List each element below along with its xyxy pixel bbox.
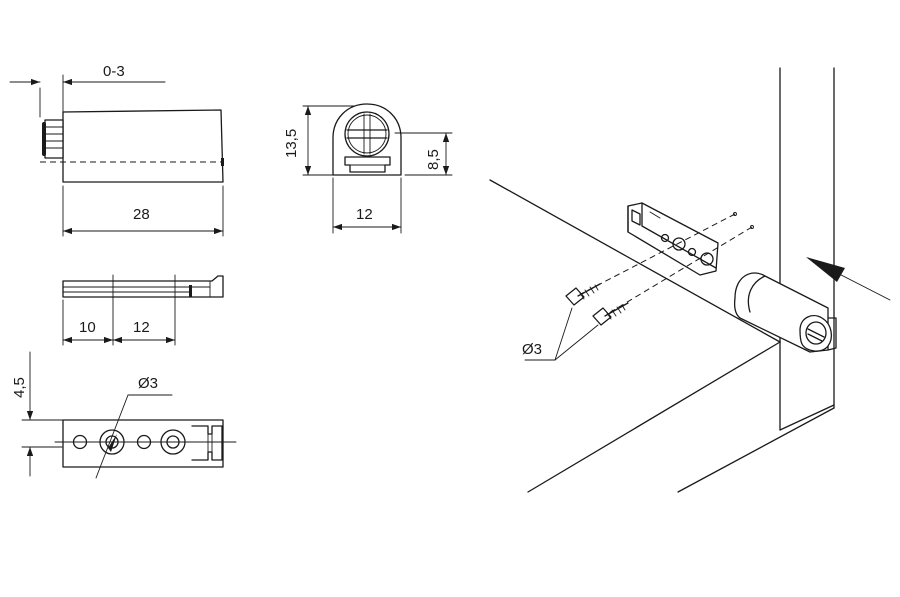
screw-upper: [565, 283, 601, 306]
screw-lower: [592, 302, 629, 326]
perspective-assembly: Ø3: [489, 67, 891, 493]
dim-width-label: 12: [356, 206, 373, 223]
dim-hole-label: Ø3: [138, 375, 158, 392]
dim-length-label: 28: [133, 206, 150, 223]
push-latch: [734, 272, 837, 353]
dim-height-label: 13,5: [283, 129, 300, 158]
screw-size-label: Ø3: [522, 341, 542, 358]
side-body: [62, 109, 224, 183]
front-view: 13,5 8,5 12: [283, 103, 453, 234]
dim-offset-b-label: 12: [133, 319, 150, 336]
dim-offset-a-label: 10: [79, 319, 96, 336]
dim-gap-label: 0-3: [103, 63, 125, 80]
dim-slot-height-label: 8,5: [425, 149, 442, 170]
mounting-plate: [627, 202, 719, 276]
dim-edge-label: 4,5: [11, 377, 28, 398]
side-view: 0-3 28: [9, 63, 224, 237]
plate-plan-view: 4,5 Ø3: [11, 351, 237, 479]
plate-side-view: 10 12: [62, 274, 224, 346]
plunger: [42, 119, 64, 159]
